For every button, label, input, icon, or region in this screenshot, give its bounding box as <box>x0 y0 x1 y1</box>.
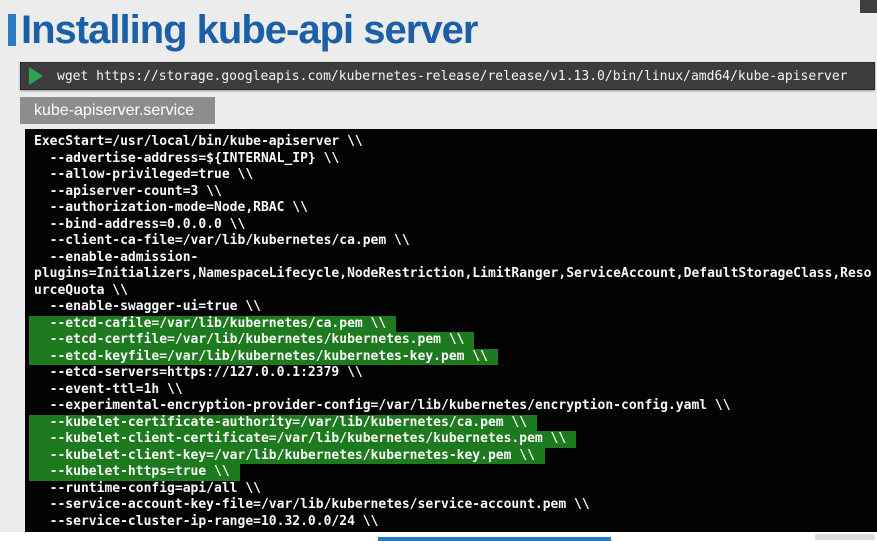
terminal-line: --client-ca-file=/var/lib/kubernetes/ca.… <box>34 233 410 248</box>
page-title: Installing kube-api server <box>21 8 478 52</box>
terminal-line: --enable-swagger-ui=true \\ <box>34 299 261 314</box>
command-bar: wget https://storage.googleapis.com/kube… <box>20 62 875 90</box>
terminal-line: --service-cluster-ip-range=10.32.0.0/24 … <box>34 513 379 529</box>
terminal-line: --etcd-cafile=/var/lib/kubernetes/ca.pem… <box>29 315 397 332</box>
terminal-line: --kubelet-client-key=/var/lib/kubernetes… <box>29 447 545 464</box>
terminal-line: --kubelet-https=true \\ <box>29 464 240 481</box>
terminal-line: --etcd-certfile=/var/lib/kubernetes/kube… <box>29 332 475 349</box>
service-file-label: kube-apiserver.service <box>20 97 215 124</box>
terminal-line: --authorization-mode=Node,RBAC \\ <box>34 200 308 215</box>
terminal-line: --kubelet-client-certificate=/var/lib/ku… <box>29 431 577 448</box>
bottom-strip <box>0 532 877 541</box>
terminal-line: ExecStart=/usr/local/bin/kube-apiserver … <box>34 134 363 149</box>
terminal-line: --etcd-keyfile=/var/lib/kubernetes/kuber… <box>29 348 498 365</box>
terminal-line: --apiserver-count=3 \\ <box>34 183 222 199</box>
terminal-line: --advertise-address=${INTERNAL_IP} \\ <box>34 150 340 166</box>
terminal-line: urceQuota \\ <box>34 282 128 298</box>
terminal-line: --bind-address=0.0.0.0 \\ <box>34 216 246 232</box>
play-icon <box>29 67 43 85</box>
terminal-line: --experimental-encryption-provider-confi… <box>34 398 731 413</box>
terminal-line: plugins=Initializers,NamespaceLifecycle,… <box>34 266 872 281</box>
terminal-line: --enable-admission- <box>34 249 199 265</box>
command-text: wget https://storage.googleapis.com/kube… <box>57 68 848 84</box>
bottom-progress-bar <box>378 537 611 541</box>
terminal-line: --kubelet-certificate-authority=/var/lib… <box>29 414 538 431</box>
terminal: ExecStart=/usr/local/bin/kube-apiserver … <box>25 129 877 532</box>
terminal-line: --event-ttl=1h \\ <box>34 381 183 397</box>
title-accent-bar <box>8 14 16 46</box>
terminal-line: --etcd-servers=https://127.0.0.1:2379 \\ <box>34 365 363 380</box>
terminal-line: --runtime-config=api/all \\ <box>34 480 261 496</box>
scrollbar-hint <box>815 534 875 540</box>
terminal-line: --service-account-key-file=/var/lib/kube… <box>34 497 590 512</box>
title-row: Installing kube-api server <box>0 0 877 52</box>
terminal-line: --allow-privileged=true \\ <box>34 167 254 182</box>
corner-box <box>860 0 877 13</box>
